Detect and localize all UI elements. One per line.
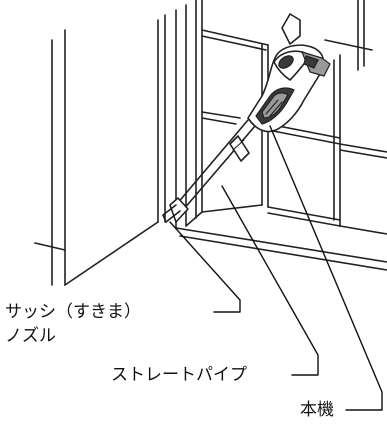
leader-lines [169,125,383,411]
pipe-leader-line [221,185,319,376]
window-frame [34,29,159,286]
vacuum-body [247,13,331,133]
body-label: 本機 [300,400,334,420]
body-leader-line [269,125,383,411]
nozzle-label: サッシ（すきま） [5,302,141,322]
sash-posts [157,4,187,229]
nozzle-label-line2: ノズル [5,326,56,346]
sash-bottom-rail [175,211,387,271]
nozzle-leader-line [169,221,241,313]
crevice-nozzle [162,197,189,223]
straight-pipe [175,119,256,211]
pipe-label: ストレートパイプ [111,365,247,385]
